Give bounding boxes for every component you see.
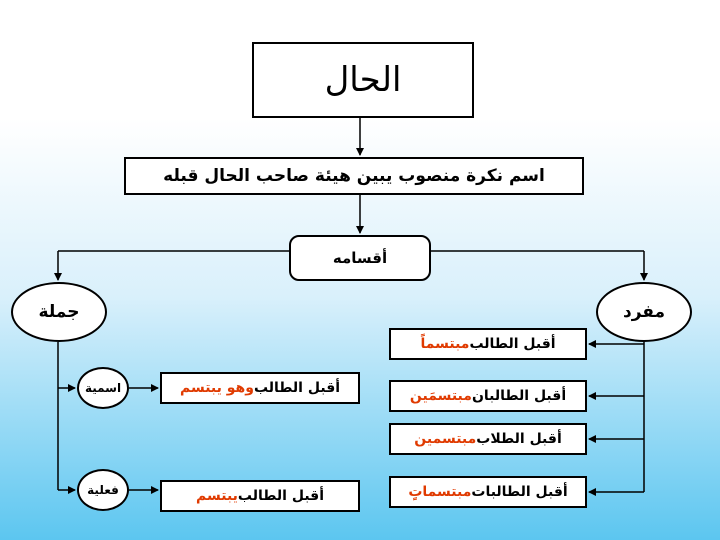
hal-word: مبتسمين (414, 431, 477, 447)
divisions-label: أقسامه (332, 249, 388, 267)
sentence-type-ellipse: جملة (11, 282, 107, 342)
hal-word: مبتسماتٍ (408, 484, 472, 500)
divisions-box: أقسامه (289, 235, 431, 281)
single-example-1: أقبل الطالب مبتسماً (389, 328, 587, 360)
single-type-ellipse: مفرد (596, 282, 692, 342)
example-prefix: أقبل الطالب (237, 488, 324, 504)
title-text: الحال (324, 60, 402, 100)
title-box: الحال (252, 42, 474, 118)
nominal-label: اسمية (84, 381, 122, 395)
single-example-4: أقبل الطالبات مبتسماتٍ (389, 476, 587, 508)
verbal-example: أقبل الطالب يبتسم (160, 480, 360, 512)
example-prefix: أقبل الطلاب (476, 431, 562, 447)
hal-phrase: وهو يبتسم (179, 380, 254, 396)
single-example-2: أقبل الطالبان مبتسمَين (389, 380, 587, 412)
example-prefix: أقبل الطالب (469, 336, 556, 352)
single-example-3: أقبل الطلاب مبتسمين (389, 423, 587, 455)
definition-box: اسم نكرة منصوب يبين هيئة صاحب الحال قبله (124, 157, 584, 195)
verbal-ellipse: فعلية (77, 469, 129, 511)
hal-phrase: يبتسم (196, 488, 238, 504)
verbal-label: فعلية (87, 483, 119, 497)
hal-word: مبتسماً (420, 336, 470, 352)
nominal-ellipse: اسمية (77, 367, 129, 409)
example-prefix: أقبل الطالب (253, 380, 341, 396)
definition-text: اسم نكرة منصوب يبين هيئة صاحب الحال قبله (163, 166, 545, 186)
sentence-type-label: جملة (38, 302, 80, 322)
example-prefix: أقبل الطالبان (471, 388, 567, 404)
nominal-example: أقبل الطالب وهو يبتسم (160, 372, 360, 404)
hal-word: مبتسمَين (409, 388, 472, 404)
example-prefix: أقبل الطالبات (471, 484, 568, 500)
single-type-label: مفرد (622, 302, 666, 322)
